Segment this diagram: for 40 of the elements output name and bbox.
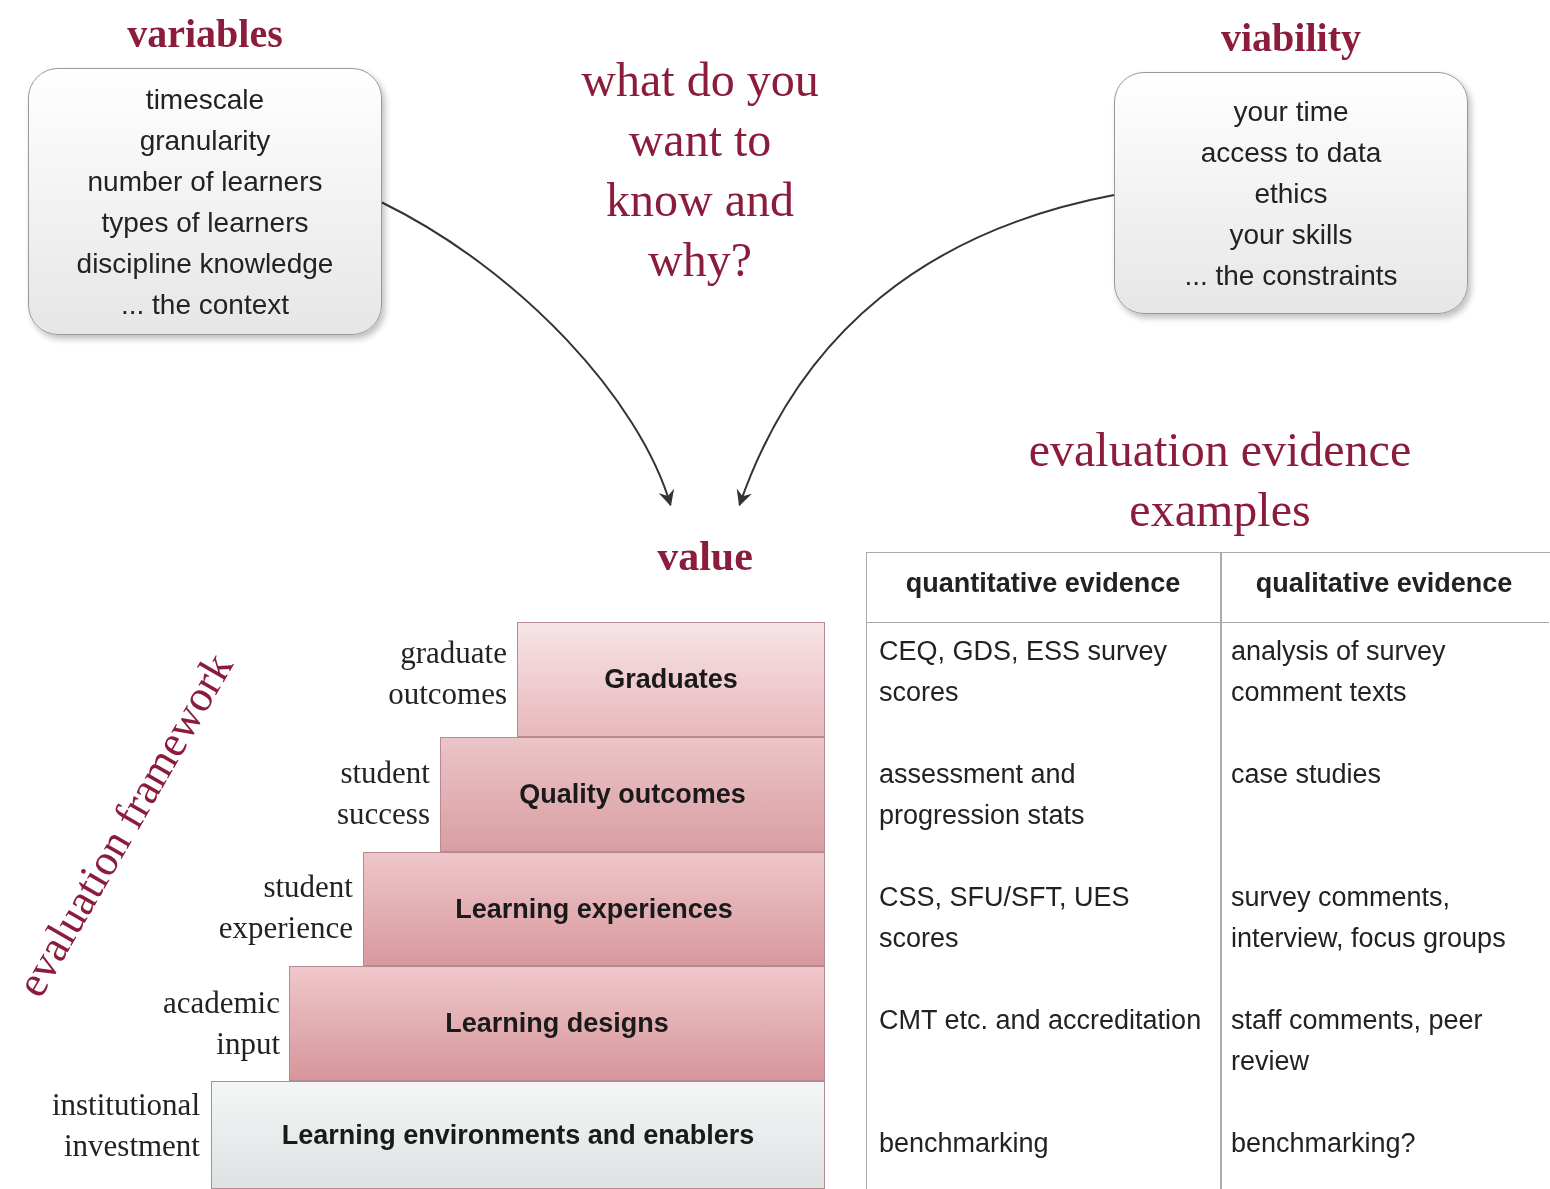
list-item: discipline knowledge [76,246,334,281]
step-caption: institutional investment [50,1086,200,1165]
list-item: number of learners [87,164,323,199]
list-item: access to data [1200,135,1382,170]
list-item: ethics [1254,176,1328,211]
list-item: ... the context [120,287,290,322]
column-header: qualitative evidence [1219,553,1549,623]
table-cell-text: assessment and progression stats [878,758,1086,832]
step-block: Learning designs [289,966,825,1081]
table-cell-text: survey comments, interview, focus groups [1230,881,1507,955]
table-cell-text: CMT etc. and accreditation [878,1004,1203,1037]
column-header: quantitative evidence [867,553,1219,623]
list-item: your time [1233,94,1349,129]
list-item: types of learners [101,205,309,240]
table-cell-text: benchmarking? [1230,1127,1417,1160]
question-text: what do you want to know and why? [580,52,820,288]
list-item: ... the constraints [1184,258,1398,293]
step-block: Quality outcomes [440,737,825,852]
step-caption: student success [336,754,430,833]
step-caption: student experience [217,868,353,947]
table-cell-text: benchmarking [878,1127,1050,1160]
step-block: Graduates [517,622,825,737]
list-item: timescale [145,82,265,117]
table-cell-text: case studies [1230,758,1383,791]
section-title: evaluation evidence examples [1027,422,1413,538]
curved-arrow [381,201,674,507]
step-block: Learning environments and enablers [211,1081,825,1189]
step-block: Learning experiences [363,852,825,966]
heading: viability [1221,14,1361,62]
table-cell-text: analysis of survey comment texts [1230,635,1447,709]
heading: value [630,505,780,580]
list-item: your skills [1229,217,1353,252]
table-cell-text: staff comments, peer review [1230,1004,1484,1078]
step-caption: graduate outcomes [387,634,507,713]
curved-arrow [737,194,1115,507]
list-item: granularity [139,123,271,158]
table-cell-text: CEQ, GDS, ESS survey scores [878,635,1169,709]
step-caption: academic input [161,984,280,1063]
table-cell-text: CSS, SFU/SFT, UES scores [878,881,1131,955]
heading: variables [127,10,283,58]
